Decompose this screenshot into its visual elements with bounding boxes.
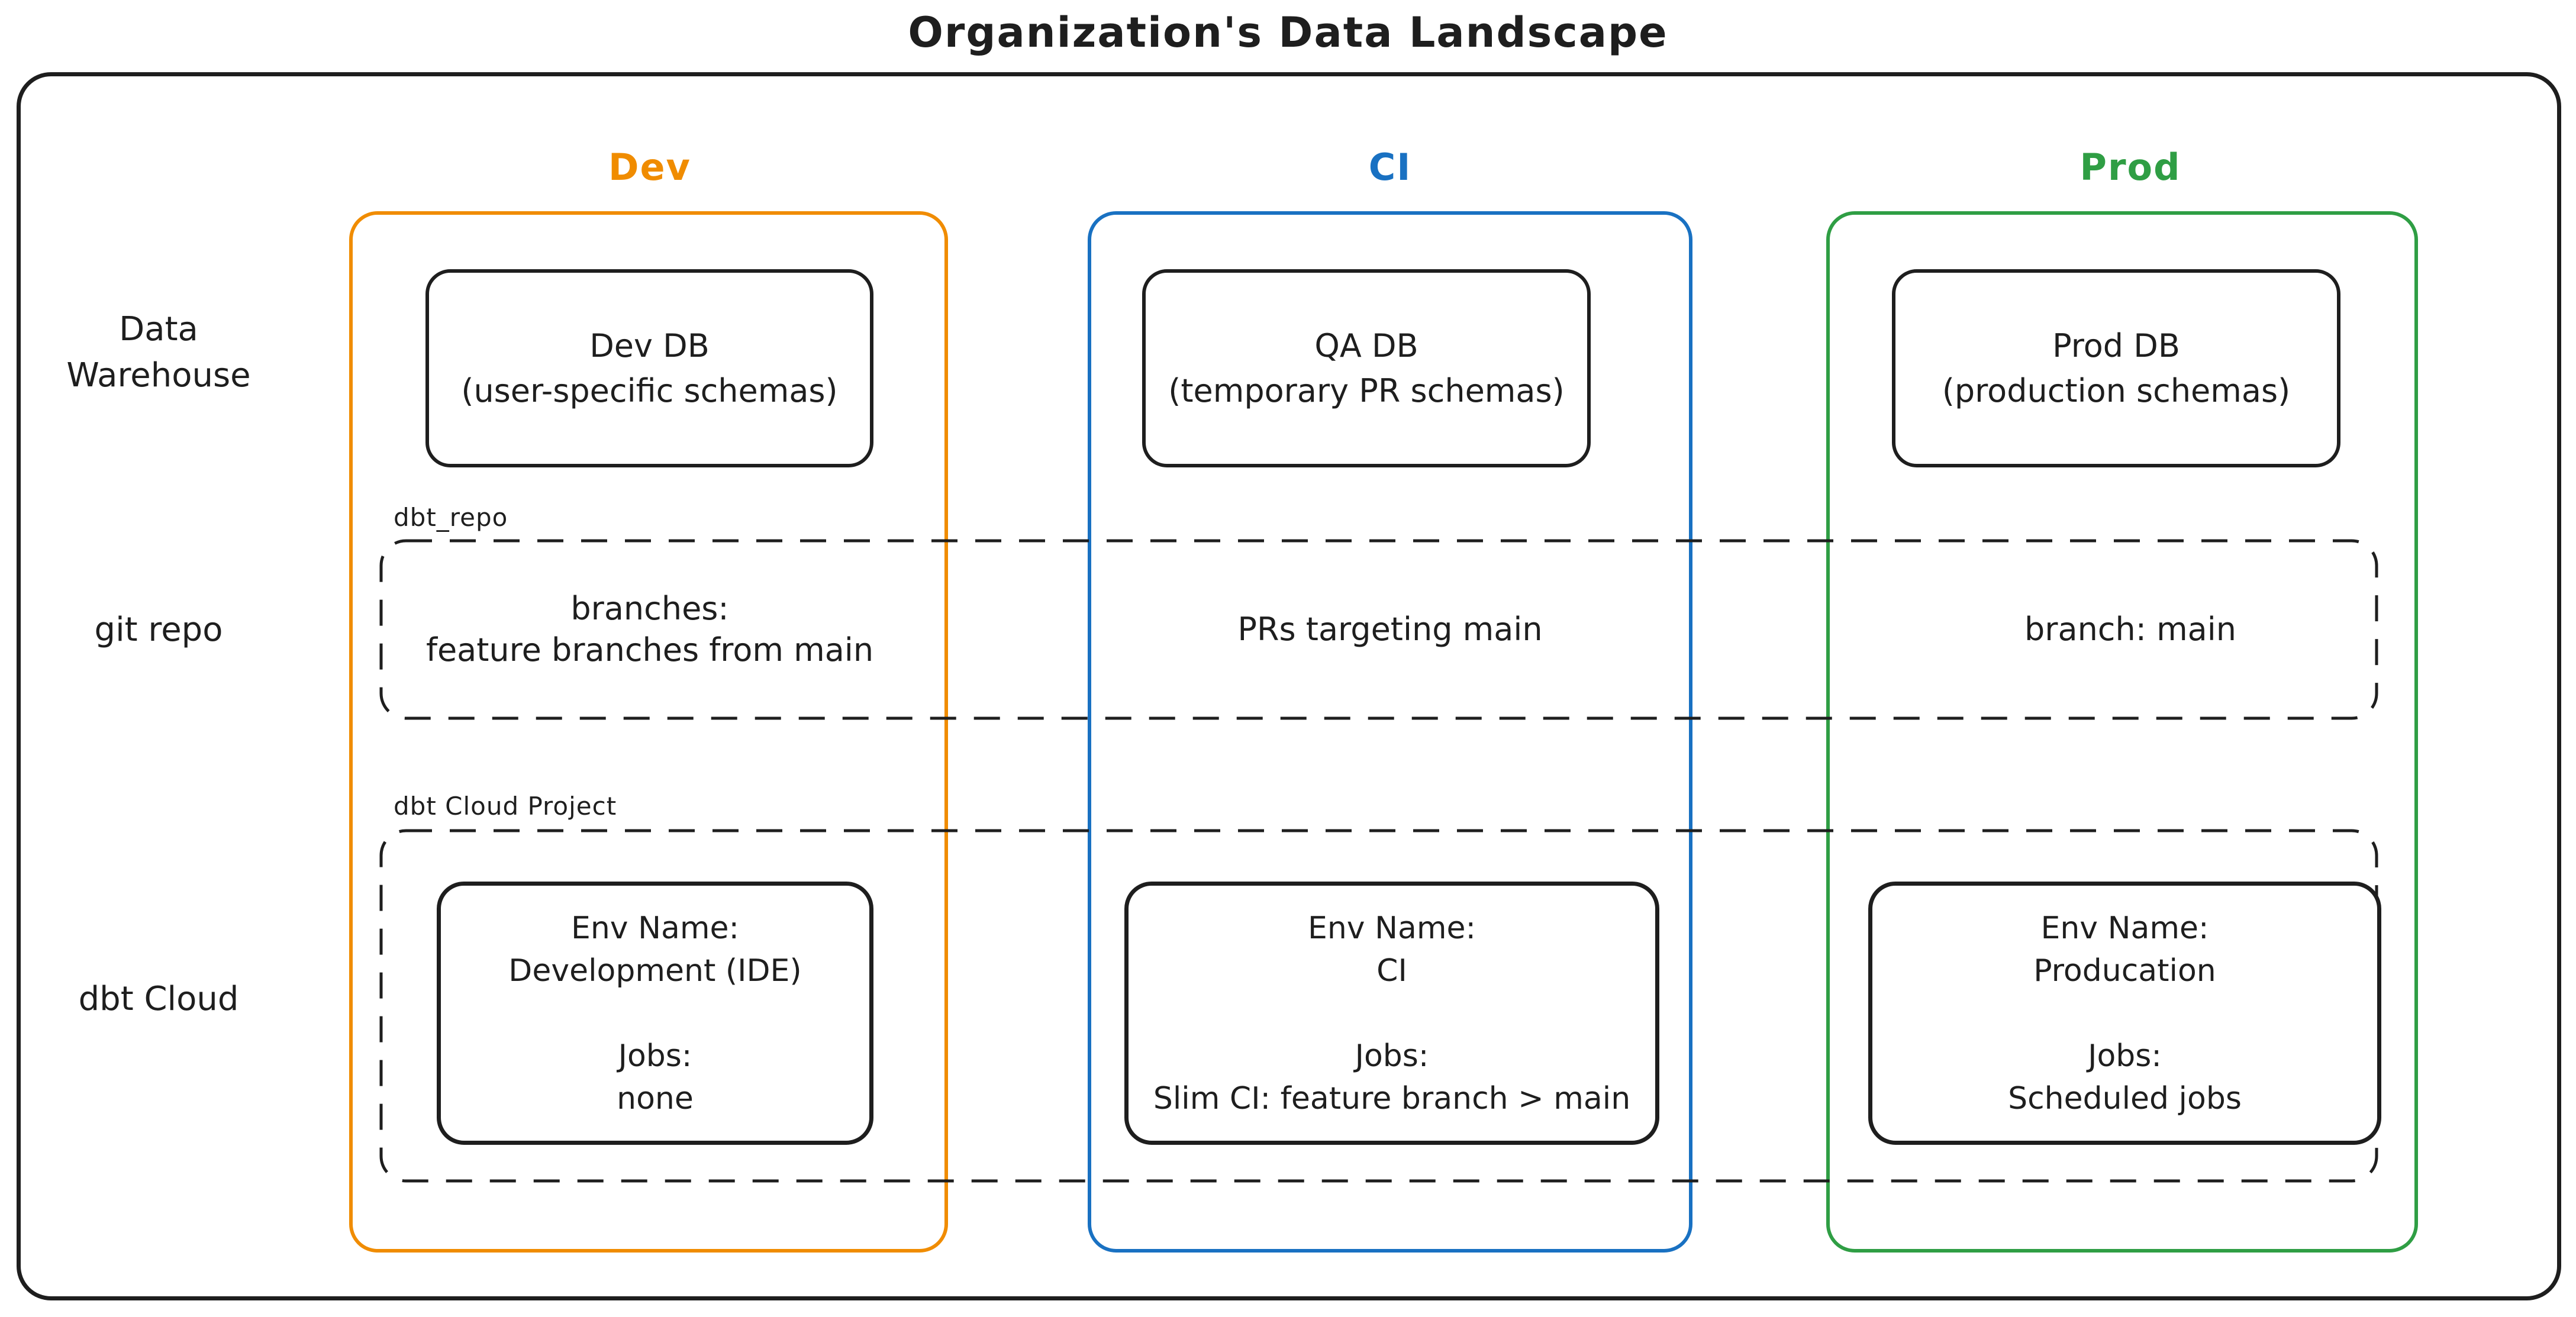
env-jobs-value: Scheduled jobs [2008, 1080, 2242, 1116]
git-repo-dashed-box [379, 539, 2378, 720]
env-name-value: Producation [2033, 953, 2216, 989]
git-cell-ci: PRs targeting main [1112, 553, 1668, 706]
db-box-title: Prod DB [2052, 327, 2180, 364]
row-label-line: dbt Cloud [78, 980, 239, 1018]
env-name-value: Development (IDE) [508, 953, 802, 989]
env-jobs-value: Slim CI: feature branch > main [1153, 1080, 1631, 1116]
env-name-label: Env Name: [570, 910, 740, 946]
git-cell-prod: branch: main [1852, 553, 2409, 706]
outer-frame [17, 72, 2561, 1300]
column-header-prod: Prod [2080, 146, 2181, 189]
git-cell-line: feature branches from main [425, 631, 874, 669]
page-title: Organization's Data Landscape [908, 8, 1668, 57]
env-spacer [1129, 992, 1655, 1035]
env-spacer [1872, 992, 2377, 1035]
column-frame-ci [1088, 211, 1692, 1253]
env-jobs-label: Jobs: [1355, 1038, 1429, 1074]
row-label-line: Data [119, 310, 198, 348]
db-box-title: Dev DB [589, 327, 710, 364]
db-box-title: QA DB [1314, 327, 1418, 364]
column-header-ci: CI [1368, 146, 1412, 189]
env-box-dev: Env Name: Development (IDE) Jobs: none [437, 882, 873, 1145]
row-label-git-repo: git repo [28, 607, 289, 653]
db-box-subtitle: (temporary PR schemas) [1168, 372, 1565, 409]
column-frame-prod [1826, 211, 2418, 1253]
env-box-ci: Env Name: CI Jobs: Slim CI: feature bran… [1124, 882, 1659, 1145]
dbt-cloud-dashed-box [379, 829, 2378, 1183]
git-repo-box-label: dbt_repo [394, 503, 508, 532]
env-name-label: Env Name: [1307, 910, 1476, 946]
env-spacer [441, 992, 869, 1035]
row-label-line: Warehouse [66, 356, 251, 395]
db-box-qa: QA DB (temporary PR schemas) [1142, 269, 1591, 467]
db-box-subtitle: (user-specific schemas) [461, 372, 838, 409]
env-box-prod: Env Name: Producation Jobs: Scheduled jo… [1868, 882, 2381, 1145]
env-name-value: CI [1376, 953, 1407, 989]
column-header-dev: Dev [608, 146, 691, 189]
git-cell-line: branches: [570, 590, 729, 627]
db-box-subtitle: (production schemas) [1942, 372, 2291, 409]
env-jobs-value: none [617, 1080, 694, 1116]
row-label-line: git repo [94, 611, 223, 649]
db-box-prod: Prod DB (production schemas) [1892, 269, 2340, 467]
env-jobs-label: Jobs: [618, 1038, 692, 1074]
row-label-data-warehouse: Data Warehouse [28, 306, 289, 399]
env-name-label: Env Name: [2040, 910, 2209, 946]
git-cell-dev: branches: feature branches from main [372, 553, 928, 706]
git-cell-line: PRs targeting main [1237, 611, 1543, 648]
db-box-dev: Dev DB (user-specific schemas) [425, 269, 873, 467]
git-cell-line: branch: main [2024, 611, 2236, 648]
column-frame-dev [349, 211, 948, 1253]
dbt-cloud-box-label: dbt Cloud Project [394, 792, 617, 821]
env-jobs-label: Jobs: [2088, 1038, 2162, 1074]
row-label-dbt-cloud: dbt Cloud [28, 976, 289, 1022]
